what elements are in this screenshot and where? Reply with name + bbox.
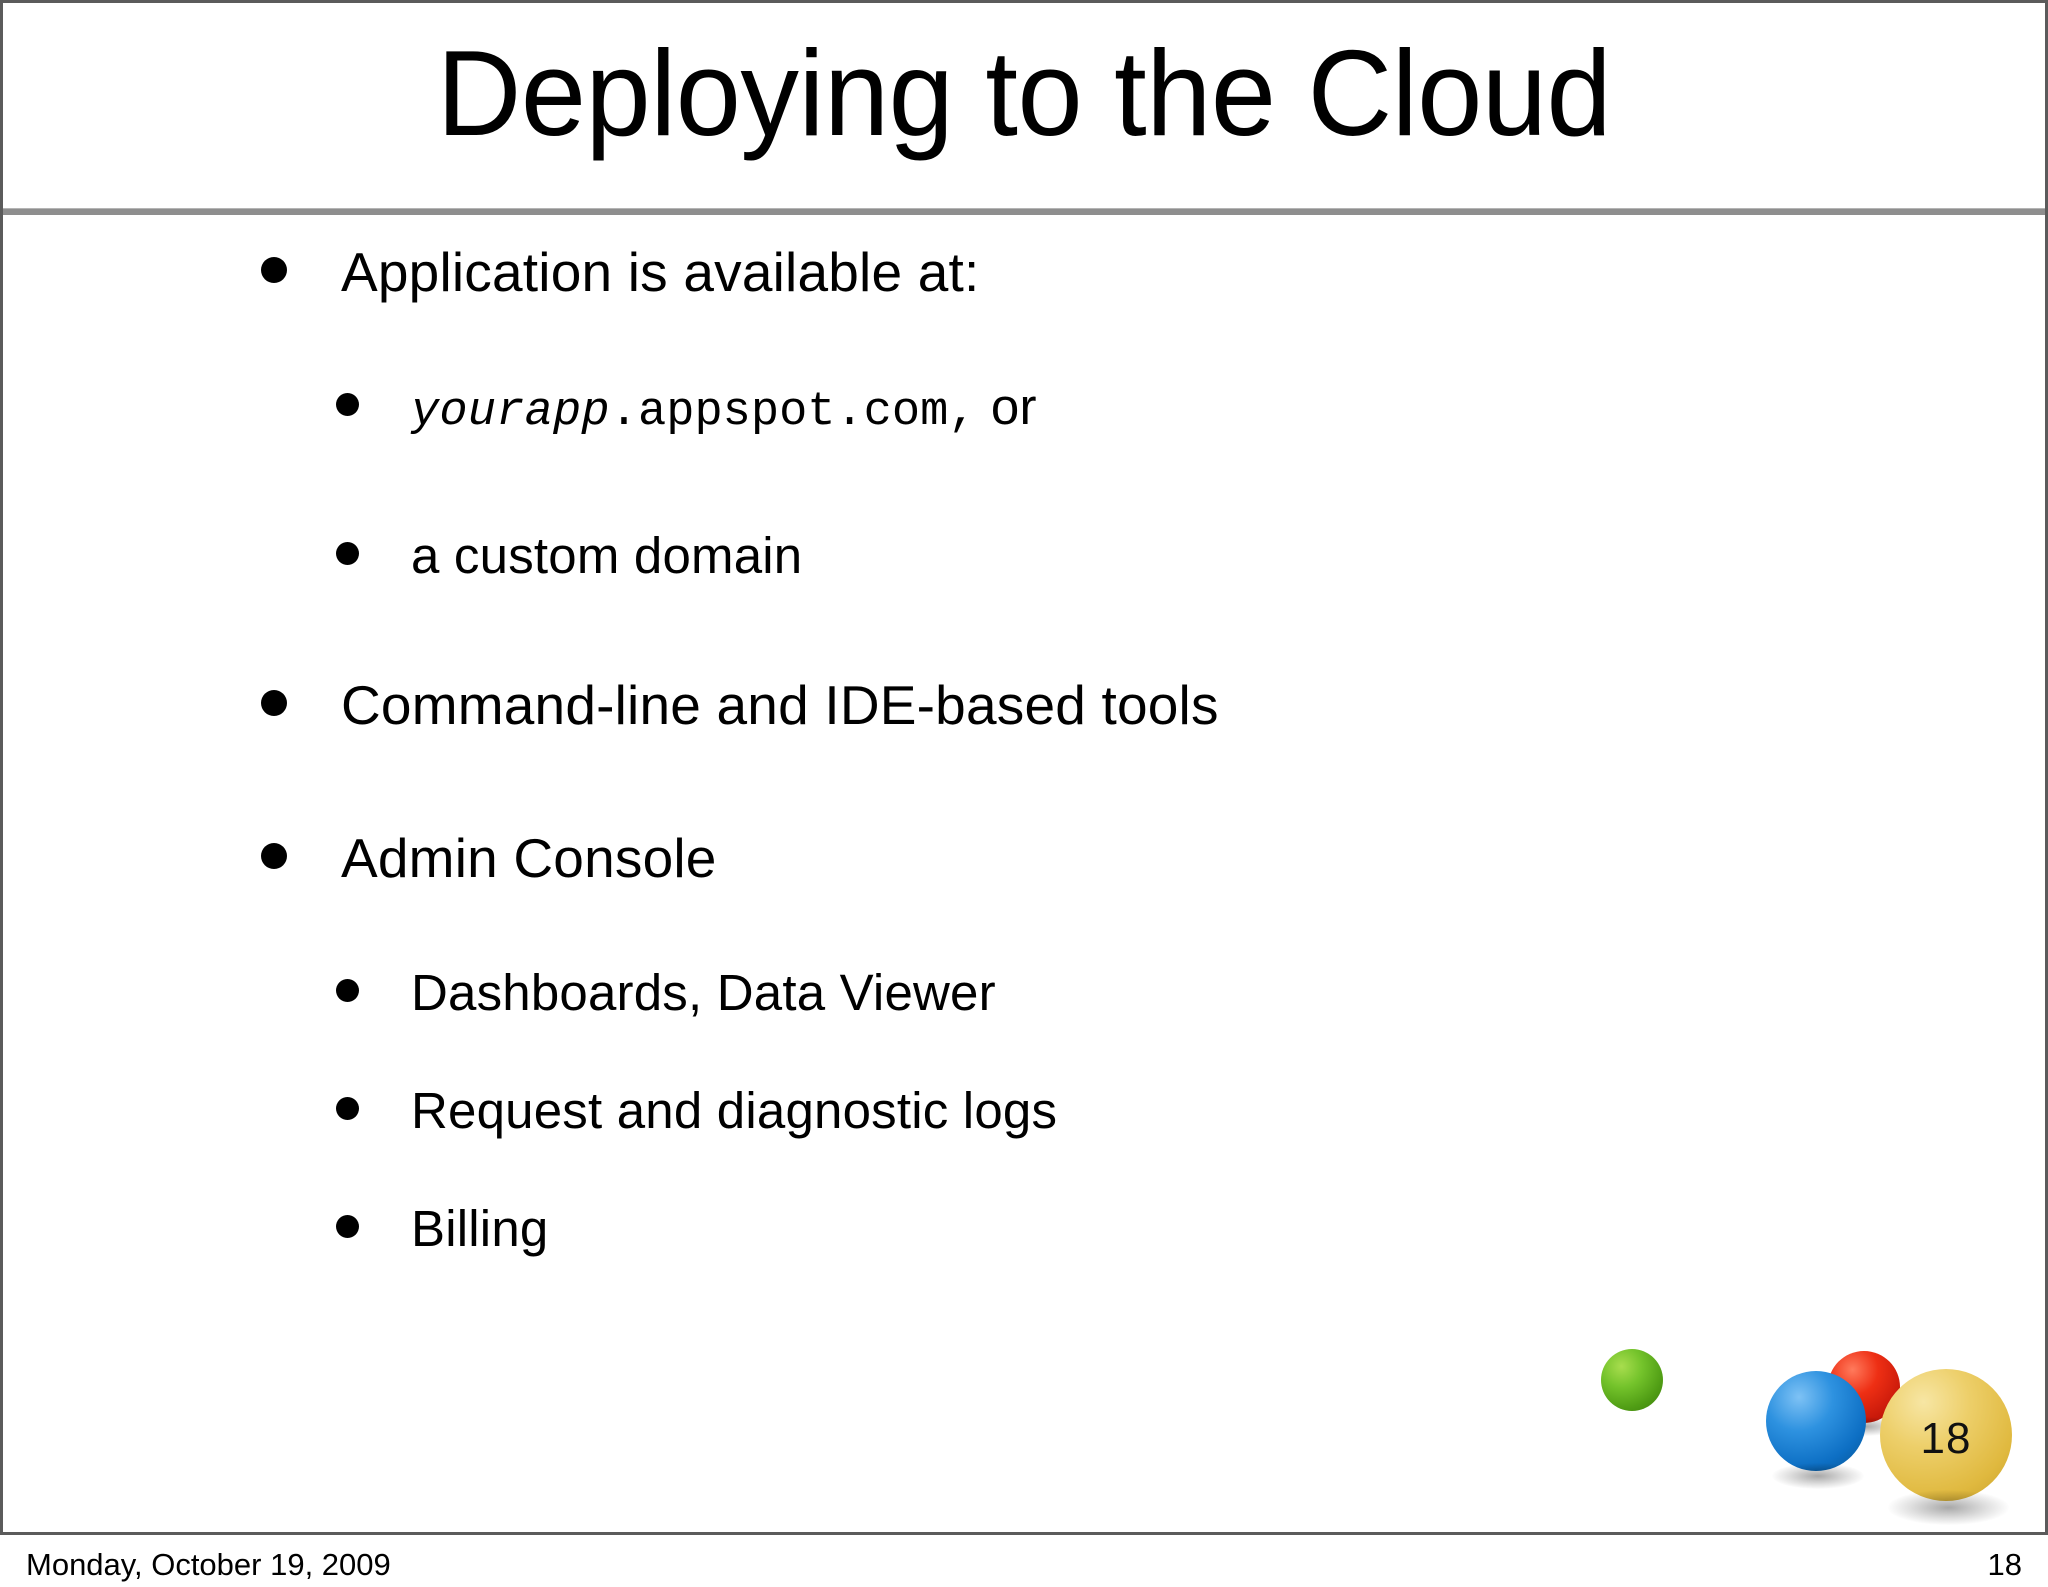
spacer [3, 1066, 2045, 1080]
bullet-label: Admin Console [341, 826, 717, 889]
slide-number-badge: 18 [1920, 1414, 1972, 1463]
title-divider-rule [3, 208, 2045, 215]
bullet-label: Dashboards, Data Viewer [411, 963, 996, 1021]
spacer [3, 783, 2045, 825]
slide-footer: Monday, October 19, 2009 18 [0, 1535, 2048, 1587]
bullet-item-billing: Billing [3, 1198, 2045, 1260]
bullet-item-custom-domain: a custom domain [3, 525, 2045, 587]
bullet-label: a custom domain [411, 527, 803, 585]
green-sphere-icon [1601, 1349, 1663, 1423]
footer-page-number: 18 [1987, 1547, 2022, 1582]
bullet-dot-icon [336, 978, 359, 1002]
bullet-dot-icon [336, 1097, 359, 1121]
spacer [3, 936, 2045, 962]
bullet-label: Billing [411, 1200, 549, 1258]
bullet-label: Request and diagnostic logs [411, 1082, 1058, 1140]
slide-title-band: Deploying to the Cloud [3, 3, 2045, 208]
bullet-item-request-diagnostic-logs: Request and diagnostic logs [3, 1080, 2045, 1142]
bullet-dot-icon [336, 542, 359, 566]
bullet-item-admin-console: Admin Console [3, 825, 2045, 892]
slide-body: Application is available at: yourapp.app… [3, 239, 2045, 1302]
blue-sphere-icon [1766, 1371, 1866, 1489]
code-appspot-com: .appspot.com, [609, 386, 977, 440]
bullet-label: Command-line and IDE-based tools [341, 673, 1219, 736]
spacer [3, 1184, 2045, 1198]
bullet-label-or: or [976, 378, 1037, 436]
spacer [3, 630, 2045, 672]
bullet-dot-icon [261, 689, 287, 716]
spacer [3, 350, 2045, 376]
yellow-sphere-icon: 18 [1880, 1369, 2012, 1525]
bullet-label: yourapp.appspot.com, or [323, 376, 1037, 441]
bullet-item-command-line-tools: Command-line and IDE-based tools [3, 672, 2045, 739]
page-title: Deploying to the Cloud [436, 25, 1612, 161]
bullet-item-application-available: Application is available at: [3, 239, 2045, 306]
bullet-label: Application is available at: [341, 241, 980, 303]
decorative-spheres-group: 18 [1573, 1321, 2045, 1532]
spacer [3, 483, 2045, 525]
bullet-dot-icon [336, 393, 359, 417]
bullet-dot-icon [261, 842, 287, 869]
code-italic-yourapp: yourapp [411, 386, 610, 440]
slide-canvas: Deploying to the Cloud Application is av… [0, 0, 2048, 1535]
bullet-dot-icon [261, 257, 287, 283]
bullet-dot-icon [336, 1215, 359, 1239]
bullet-item-appspot-domain: yourapp.appspot.com, or [3, 376, 2045, 441]
bullet-item-dashboards-data-viewer: Dashboards, Data Viewer [3, 962, 2045, 1024]
footer-date: Monday, October 19, 2009 [26, 1547, 391, 1582]
